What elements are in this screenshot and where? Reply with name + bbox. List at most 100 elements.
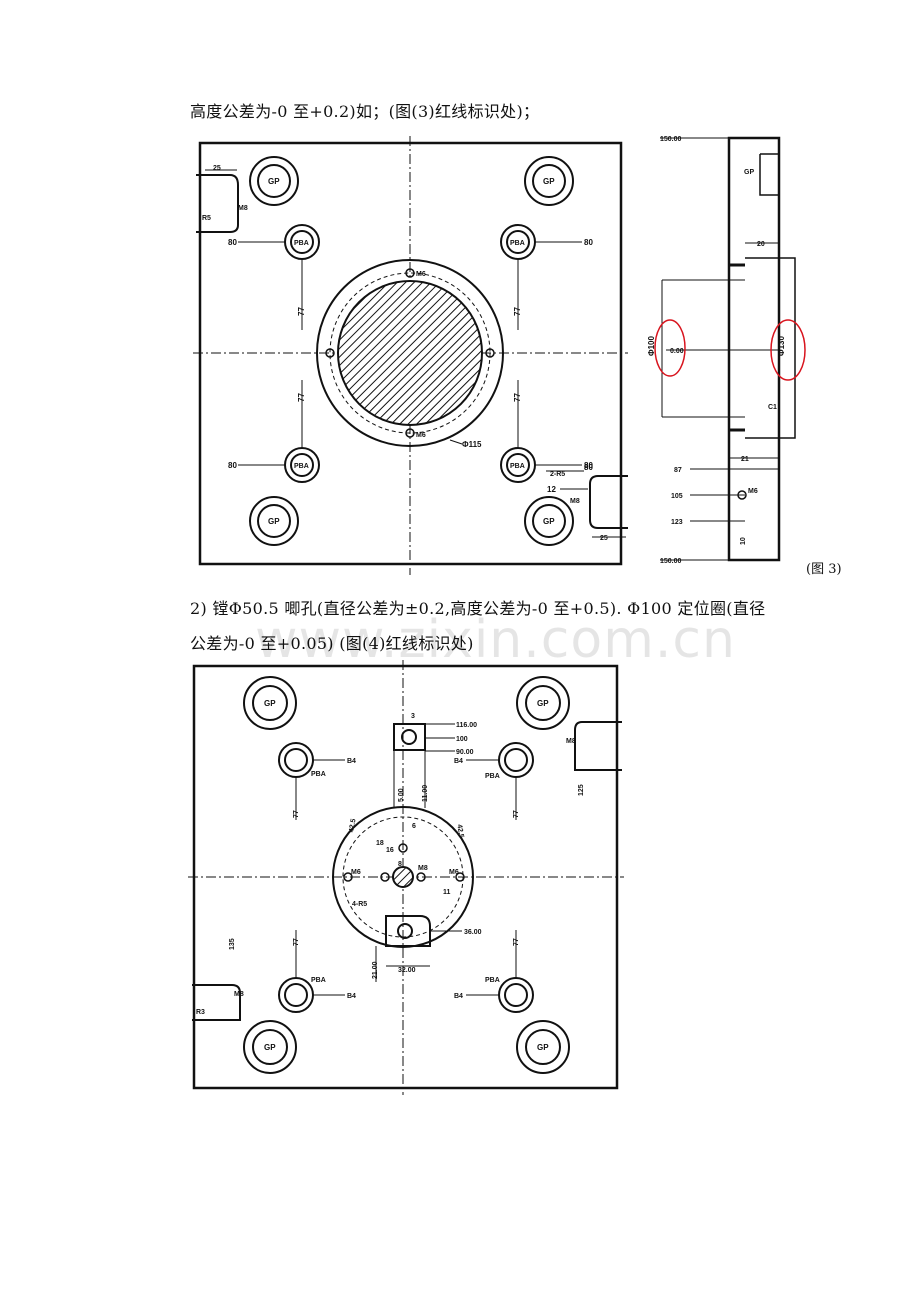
svg-text:M6: M6	[416, 271, 426, 278]
svg-text:PBA: PBA	[485, 977, 500, 984]
svg-text:77: 77	[293, 810, 300, 818]
fig3-r5-left: R5	[202, 215, 211, 222]
fig3-gp-hole-tl: GP	[249, 156, 299, 206]
paragraph-1: 高度公差为-0 至+0.2)如；(图(3)红线标识处)；	[190, 102, 540, 121]
svg-text:18: 18	[376, 840, 384, 847]
svg-text:16: 16	[386, 847, 394, 854]
fig3-pba-hole-tl: PBA 80 77	[228, 224, 320, 330]
svg-text:3: 3	[411, 713, 415, 720]
svg-text:20: 20	[757, 241, 765, 248]
svg-text:116.00: 116.00	[456, 722, 477, 729]
svg-text:GP: GP	[537, 699, 549, 708]
svg-text:80: 80	[584, 461, 593, 470]
fig4-gp-hole-tl: GP	[243, 676, 297, 730]
figure-3-caption: (图 3)	[806, 562, 842, 577]
svg-text:PBA: PBA	[485, 773, 500, 780]
svg-text:77: 77	[513, 938, 520, 946]
fig4-gp-hole-bl: GP	[243, 1020, 297, 1074]
svg-text:0.00: 0.00	[670, 348, 684, 355]
svg-text:8: 8	[398, 861, 402, 868]
paragraph-2-line-1: 2) 镗Φ50.5 唧孔(直径公差为±0.2,高度公差为-0 至+0.5). Φ…	[190, 599, 766, 618]
svg-text:PBA: PBA	[294, 463, 309, 470]
svg-text:M8: M8	[566, 738, 576, 745]
svg-text:M8: M8	[234, 991, 244, 998]
fig3-side-view: 150.00 150.00 GP 20 0.00 Φ100 Φ130 C1 21…	[647, 136, 806, 565]
fig3-center-ring: M6 M6 Φ115	[316, 259, 504, 449]
fig3-pba-hole-bl: PBA 80 77	[228, 380, 320, 483]
fig3-m8-left: M8	[238, 205, 248, 212]
fig3-m8-right: M8	[570, 498, 580, 505]
svg-text:150.00: 150.00	[660, 136, 682, 143]
fig4-bottom-block: 36.00 21.00 32.00	[372, 915, 482, 982]
fig3-pba-hole-tr: PBA 80 77	[500, 224, 593, 330]
svg-text:GP: GP	[744, 169, 754, 176]
fig3-gp-hole-tr: GP	[524, 156, 574, 206]
svg-text:100: 100	[456, 736, 468, 743]
fig3-2r5: 2-R5	[550, 471, 565, 478]
svg-text:150.00: 150.00	[660, 558, 682, 565]
svg-text:80: 80	[228, 461, 237, 470]
fig4-pba-hole-br: PBA B4 77	[454, 930, 534, 1013]
paragraph-2-line-2: 公差为-0 至+0.05) (图(4)红线标识处)	[190, 634, 474, 653]
watermark: www.zixin.com.cn	[255, 610, 736, 670]
svg-text:B4: B4	[347, 758, 356, 765]
svg-text:C1: C1	[768, 404, 777, 411]
svg-text:77: 77	[513, 393, 522, 402]
fig4-top-block: 116.00 100 90.00 3 5.00 11.00	[393, 713, 477, 808]
svg-text:32.00: 32.00	[398, 967, 416, 974]
fig4-pba-hole-tr: PBA B4 77	[454, 742, 534, 820]
svg-text:GP: GP	[264, 699, 276, 708]
svg-text:Φ100: Φ100	[647, 336, 656, 356]
svg-text:B4: B4	[347, 993, 356, 1000]
svg-text:21: 21	[741, 456, 749, 463]
svg-text:6: 6	[412, 823, 416, 830]
fig3-gp-hole-br: GP	[524, 496, 574, 546]
svg-text:4-R5: 4-R5	[352, 901, 367, 908]
fig4-left-notch: M8 R3 135	[192, 938, 244, 1021]
fig3-dim-25-b: 25	[600, 535, 608, 542]
svg-text:Φ130: Φ130	[777, 336, 786, 356]
svg-text:90.00: 90.00	[456, 749, 474, 756]
svg-text:M6: M6	[449, 869, 459, 876]
svg-text:87: 87	[674, 467, 682, 474]
svg-text:42.5: 42.5	[455, 824, 464, 839]
svg-text:GP: GP	[268, 177, 280, 186]
fig3-gp-hole-bl: GP	[249, 496, 299, 546]
svg-text:36.00: 36.00	[464, 929, 482, 936]
svg-text:M6: M6	[748, 488, 758, 495]
svg-text:M6: M6	[351, 869, 361, 876]
svg-text:21.00: 21.00	[372, 961, 379, 979]
fig3-pba-hole-br: PBA 80 77	[500, 380, 593, 483]
svg-text:M8: M8	[418, 865, 428, 872]
fig4-pba-hole-tl: PBA B4 77	[278, 742, 356, 820]
svg-text:Φ115: Φ115	[462, 440, 482, 449]
svg-text:PBA: PBA	[294, 240, 309, 247]
svg-text:GP: GP	[264, 1043, 276, 1052]
fig4-gp-hole-tr: GP	[516, 676, 570, 730]
svg-text:80: 80	[228, 238, 237, 247]
svg-text:135: 135	[229, 938, 236, 950]
svg-text:M6: M6	[416, 432, 426, 439]
svg-text:125: 125	[578, 784, 585, 796]
svg-text:GP: GP	[543, 517, 555, 526]
svg-text:R3: R3	[196, 1009, 205, 1016]
svg-text:77: 77	[297, 393, 306, 402]
fig4-right-notch: M8 125	[566, 721, 622, 796]
svg-text:77: 77	[293, 938, 300, 946]
svg-text:PBA: PBA	[510, 240, 525, 247]
svg-text:11.00: 11.00	[422, 785, 429, 802]
svg-text:GP: GP	[543, 177, 555, 186]
svg-text:PBA: PBA	[311, 977, 326, 984]
svg-text:80: 80	[584, 238, 593, 247]
fig4-pba-hole-bl: PBA B4 77	[278, 930, 356, 1013]
fig3-dim-80-side: 80	[584, 463, 593, 472]
svg-text:77: 77	[513, 307, 522, 316]
svg-text:PBA: PBA	[510, 463, 525, 470]
svg-text:B4: B4	[454, 993, 463, 1000]
svg-text:42.5: 42.5	[348, 818, 357, 833]
figure-3-plate-drawing: 25 M8 R5 GP GP GP GP PBA 80 77 PBA 80	[193, 136, 806, 575]
svg-text:11: 11	[443, 889, 451, 896]
svg-text:PBA: PBA	[311, 771, 326, 778]
svg-text:5.00: 5.00	[398, 788, 405, 802]
